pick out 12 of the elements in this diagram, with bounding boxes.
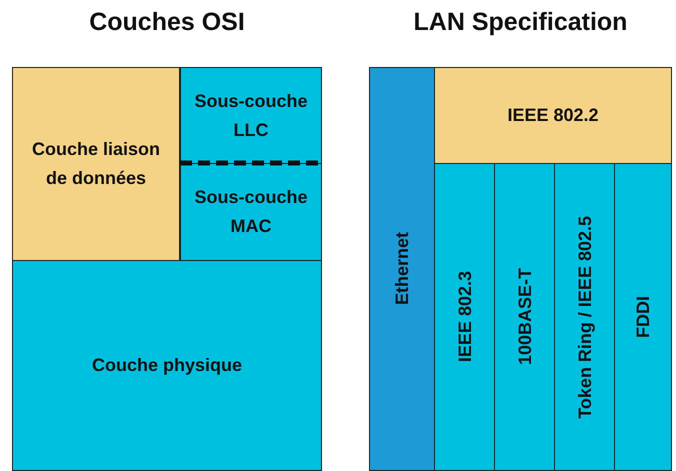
layer-box: Couche physique <box>12 260 322 471</box>
layer-box: Sous-couche MAC <box>180 163 322 261</box>
layer-box: IEEE 802.2 <box>434 67 672 164</box>
layer-box: 100BASE-T <box>494 163 555 471</box>
panel-heading: Couches OSI <box>88 8 246 37</box>
layer-box: FDDI <box>614 163 672 471</box>
layer-box: Sous-couche LLC <box>180 67 322 164</box>
layer-box: IEEE 802.3 <box>434 163 495 471</box>
layer-box: Couche liaison de données <box>12 67 180 261</box>
panel-heading: LAN Specification <box>412 8 628 37</box>
layer-box: Ethernet <box>369 67 435 471</box>
layer-box: Token Ring / IEEE 802.5 <box>554 163 615 471</box>
